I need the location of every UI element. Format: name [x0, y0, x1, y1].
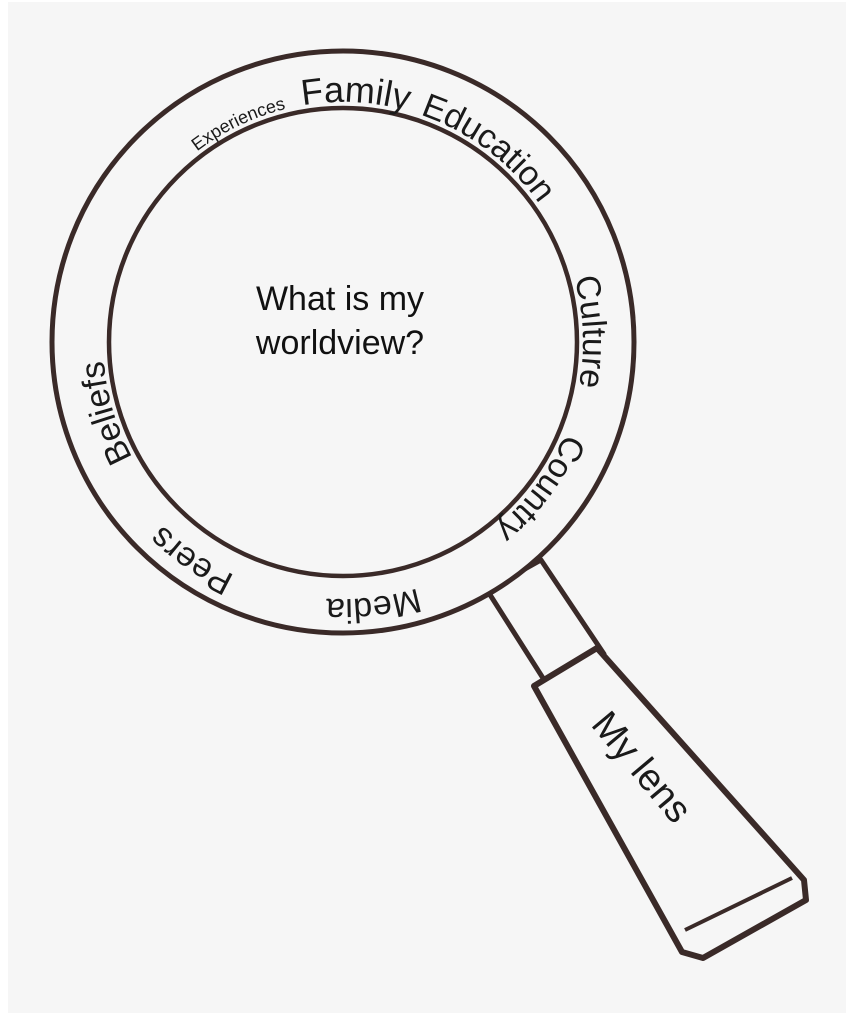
center-question-line-1: What is my [200, 277, 480, 321]
center-question-line-2: worldview? [200, 321, 480, 365]
center-question: What is my worldview? [200, 277, 480, 365]
